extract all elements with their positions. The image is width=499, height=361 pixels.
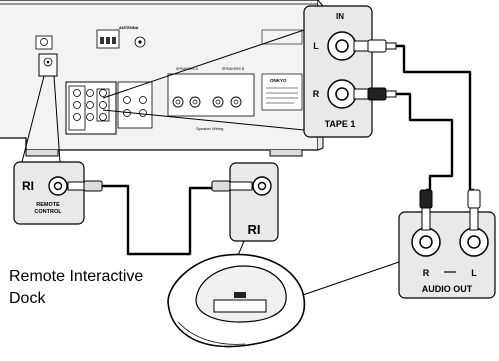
audio-out-rca-plugs bbox=[419, 189, 481, 231]
audio-out-panel: R L AUDIO OUT bbox=[398, 211, 496, 299]
dock-ri-panel: RI bbox=[229, 162, 279, 242]
callout-lines bbox=[21, 29, 305, 163]
dock-caption-line2: Dock bbox=[9, 290, 46, 307]
tape1-l-label: L bbox=[313, 41, 319, 51]
antenna-label: ANTENNA bbox=[119, 25, 139, 30]
tape1-rca-plugs bbox=[353, 39, 397, 101]
remote-caption-line2: CONTROL bbox=[34, 209, 62, 215]
tape1-panel: IN L R TAPE 1 bbox=[303, 5, 373, 138]
dock-caption-line1: Remote Interactive bbox=[9, 268, 143, 285]
audio-out-title: AUDIO OUT bbox=[422, 284, 473, 294]
audio-out-r-label: R bbox=[423, 268, 430, 278]
receiver-rear-panel: ANTENNA SPEAKERS A SPEAKERS B bbox=[0, 0, 324, 157]
remote-interactive-dock bbox=[167, 253, 306, 348]
tape1-title: TAPE 1 bbox=[325, 119, 356, 129]
audio-cable bbox=[396, 44, 474, 192]
speakers-b-label: SPEAKERS B bbox=[222, 67, 245, 71]
speaker-wiring-label: Speaker Wiring bbox=[196, 126, 223, 131]
tape1-in-label: IN bbox=[336, 12, 344, 21]
remote-ri-label: RI bbox=[22, 179, 34, 193]
tape1-r-label: R bbox=[313, 89, 320, 99]
remote-control-panel: RI REMOTE CONTROL bbox=[13, 161, 85, 225]
audio-out-l-label: L bbox=[471, 268, 477, 278]
remote-caption-line1: REMOTE bbox=[36, 202, 60, 208]
ri-cable bbox=[67, 180, 253, 256]
dock-ri-label: RI bbox=[248, 222, 261, 237]
brand-label: ONKYO bbox=[270, 78, 287, 83]
